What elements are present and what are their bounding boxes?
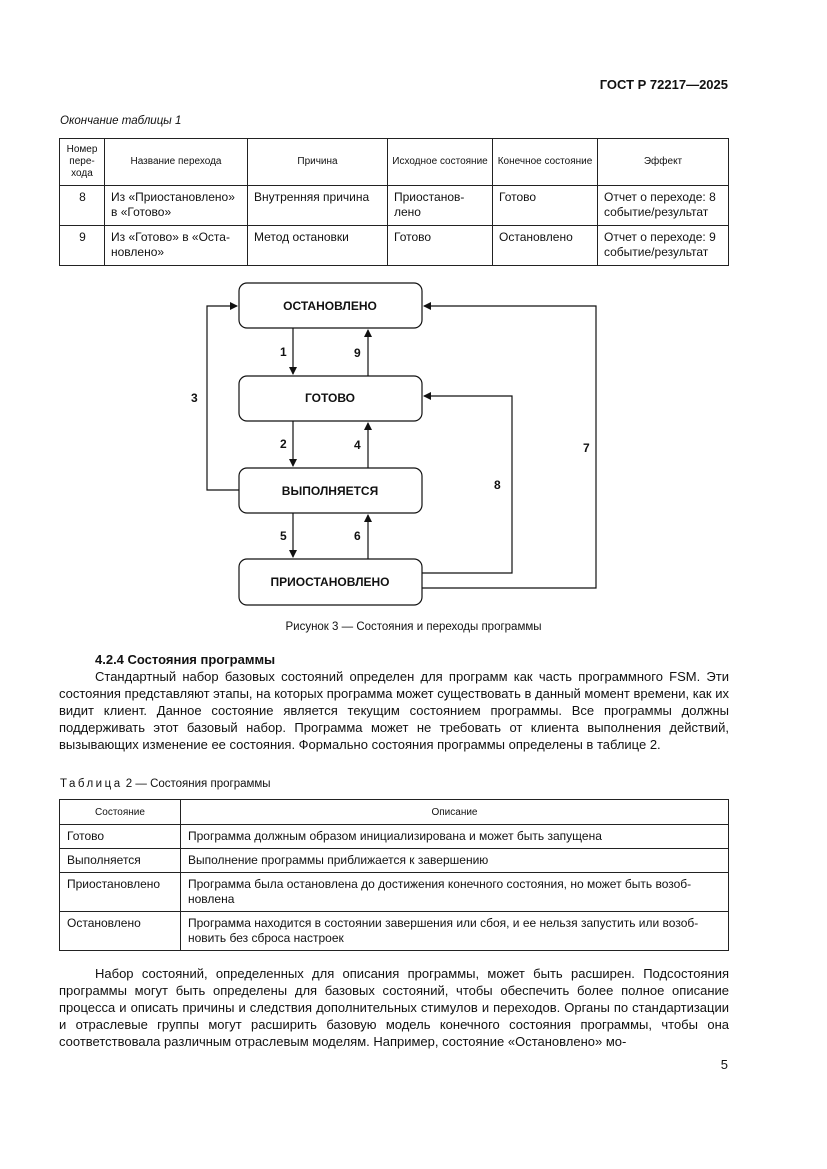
- transition-label-7: 7: [583, 441, 590, 455]
- table-cell: Готово: [492, 185, 598, 226]
- section-heading: 4.2.4 Состояния программы: [95, 652, 276, 667]
- body-paragraph: Набор состояний, определенных для описан…: [59, 966, 729, 1049]
- page-number: 5: [720, 1057, 728, 1072]
- table-cell: Отчет о переходе: 9 событие/результат: [597, 225, 729, 266]
- transition-label-5: 5: [280, 529, 287, 543]
- state-box-ready: [238, 375, 423, 422]
- table-cell: 8: [59, 185, 105, 226]
- table-row: Приостановлено Программа была остановлен…: [59, 872, 729, 912]
- col-header: Причина: [247, 138, 388, 186]
- table-cell: Выполняется: [59, 848, 181, 873]
- table-row: Выполняется Выполнение программы приближ…: [59, 848, 729, 873]
- table-cell: Внутренняя причина: [247, 185, 388, 226]
- table-cell: Программа должным образом инициализирова…: [180, 824, 729, 849]
- transition-label-4: 4: [354, 438, 361, 452]
- table-cell: Готово: [387, 225, 493, 266]
- table-cell: Метод остановки: [247, 225, 388, 266]
- table2-caption: Таблица 2 — Состояния программы: [60, 778, 271, 790]
- col-header: Конечное состояние: [492, 138, 598, 186]
- state-label-ready: ГОТОВО: [305, 391, 355, 405]
- state-box-stopped: [238, 282, 423, 329]
- col-header: Описание: [180, 799, 729, 825]
- col-header: Эффект: [597, 138, 729, 186]
- table-cell: Отчет о переходе: 8 событие/результат: [597, 185, 729, 226]
- document-id: ГОСТ Р 72217—2025: [599, 77, 728, 92]
- col-header: Название перехода: [104, 138, 248, 186]
- section-paragraph: Стандартный набор базовых состояний опре…: [59, 669, 729, 752]
- states-table: Состояние Описание Готово Программа долж…: [59, 799, 729, 951]
- table-cell: Из «Приостановлено» в «Готово»: [104, 185, 248, 226]
- table-cell: Остановлено: [59, 911, 181, 951]
- col-header: Состояние: [59, 799, 181, 825]
- table-header-row: Состояние Описание: [59, 799, 729, 825]
- table-header-row: Номер пере-хода Название перехода Причин…: [59, 138, 729, 186]
- table-cell: Выполнение программы приближается к заве…: [180, 848, 729, 873]
- state-label-running: ВЫПОЛНЯЕТСЯ: [282, 484, 378, 498]
- table-cell: Программа находится в состоянии завершен…: [180, 911, 729, 951]
- table-row: Остановлено Программа находится в состоя…: [59, 911, 729, 951]
- state-label-paused: ПРИОСТАНОВЛЕНО: [271, 575, 390, 589]
- table-cell: Из «Готово» в «Оста-новлено»: [104, 225, 248, 266]
- transition-label-8: 8: [494, 478, 501, 492]
- table-row: 8 Из «Приостановлено» в «Готово» Внутрен…: [59, 185, 729, 226]
- arrow-7: [422, 302, 597, 589]
- col-header: Исходное состояние: [387, 138, 493, 186]
- transition-label-6: 6: [354, 529, 361, 543]
- arrow-3: [206, 302, 239, 491]
- table-row: Готово Программа должным образом инициал…: [59, 824, 729, 849]
- table-cell: Остановлено: [492, 225, 598, 266]
- arrow-8: [422, 392, 513, 574]
- transitions-table: Номер пере-хода Название перехода Причин…: [59, 138, 729, 266]
- state-label-stopped: ОСТАНОВЛЕНО: [283, 299, 377, 313]
- table-cell: Готово: [59, 824, 181, 849]
- table1-caption: Окончание таблицы 1: [60, 115, 182, 127]
- transition-label-3: 3: [191, 391, 198, 405]
- transition-label-2: 2: [280, 437, 287, 451]
- transition-label-1: 1: [280, 345, 287, 359]
- col-header: Номер пере-хода: [59, 138, 105, 186]
- table-row: 9 Из «Готово» в «Оста-новлено» Метод ост…: [59, 225, 729, 266]
- table-cell: Приостанов-лено: [387, 185, 493, 226]
- table-cell: 9: [59, 225, 105, 266]
- state-box-paused: [238, 558, 423, 606]
- figure-caption: Рисунок 3 — Состояния и переходы програм…: [285, 621, 542, 633]
- table-cell: Приостановлено: [59, 872, 181, 912]
- state-diagram: ОСТАНОВЛЕНО ГОТОВО ВЫПОЛНЯЕТСЯ ПРИОСТАНО…: [191, 282, 597, 606]
- table-cell: Программа была остановлена до достижения…: [180, 872, 729, 912]
- transition-label-9: 9: [354, 346, 361, 360]
